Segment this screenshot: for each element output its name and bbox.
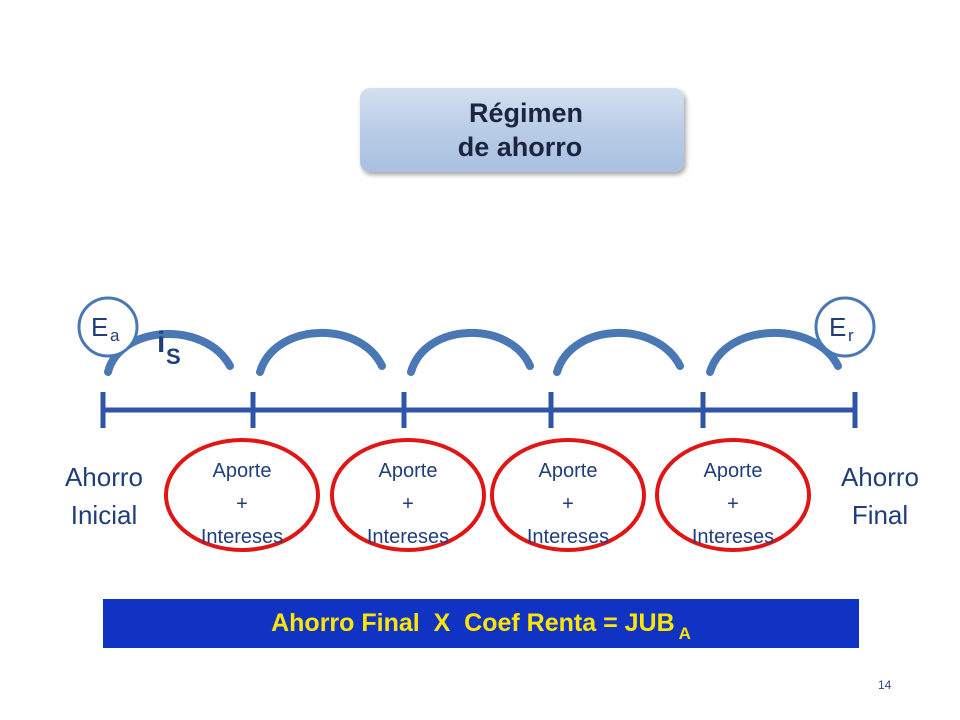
growth-arrow	[407, 329, 534, 376]
period-line-3: Intereses	[366, 526, 450, 548]
ea-marker-circle	[77, 296, 139, 358]
period-line-2: +	[562, 493, 574, 515]
end-label-line-1: Ahorro	[840, 462, 920, 492]
period-line-3: Intereses	[526, 526, 610, 548]
period-ellipse	[655, 438, 811, 552]
growth-arrow	[706, 329, 842, 376]
formula-text: Ahorro Final X Coef Renta = JUB	[271, 609, 675, 637]
period-line-2: +	[402, 493, 414, 515]
start-label: Ahorro Inicial	[44, 458, 164, 534]
period-line-3: Intereses	[200, 526, 284, 548]
period-ellipse	[330, 438, 486, 552]
period-line-3: Intereses	[691, 526, 775, 548]
period-label: Aporte + Intereses	[673, 455, 793, 554]
growth-arrow	[256, 329, 386, 376]
er-marker-sub: r	[848, 326, 854, 345]
period-line-2: +	[727, 493, 739, 515]
period-ellipse	[490, 438, 646, 552]
title-line-1: Régimen	[468, 98, 584, 128]
period-label: Aporte + Intereses	[508, 455, 628, 554]
growth-arrow	[553, 329, 684, 376]
end-label-line-2: Final	[851, 500, 909, 530]
regimen-title-box: Régimen de ahorro	[360, 88, 684, 172]
growth-arrow	[104, 330, 234, 376]
er-marker-letter: E	[829, 312, 846, 342]
period-line-1: Aporte	[703, 460, 763, 482]
period-line-2: +	[236, 493, 248, 515]
title-line-2: de ahorro	[457, 132, 583, 162]
page-number: 14	[878, 678, 892, 692]
start-label-line-2: Inicial	[70, 500, 138, 530]
end-label: Ahorro Final	[820, 458, 940, 534]
ea-marker-sub: a	[110, 326, 120, 345]
ea-marker-letter: E	[91, 312, 108, 342]
period-line-1: Aporte	[378, 460, 438, 482]
formula-subscript: A	[678, 623, 691, 643]
interest-rate-sub: S	[166, 344, 181, 369]
period-label: Aporte + Intereses	[348, 455, 468, 554]
er-marker-circle	[814, 296, 876, 358]
period-ellipse	[164, 438, 320, 552]
period-line-1: Aporte	[538, 460, 598, 482]
period-label: Aporte + Intereses	[182, 455, 302, 554]
interest-rate-letter: i	[157, 326, 165, 359]
start-label-line-1: Ahorro	[64, 462, 144, 492]
period-line-1: Aporte	[212, 460, 272, 482]
